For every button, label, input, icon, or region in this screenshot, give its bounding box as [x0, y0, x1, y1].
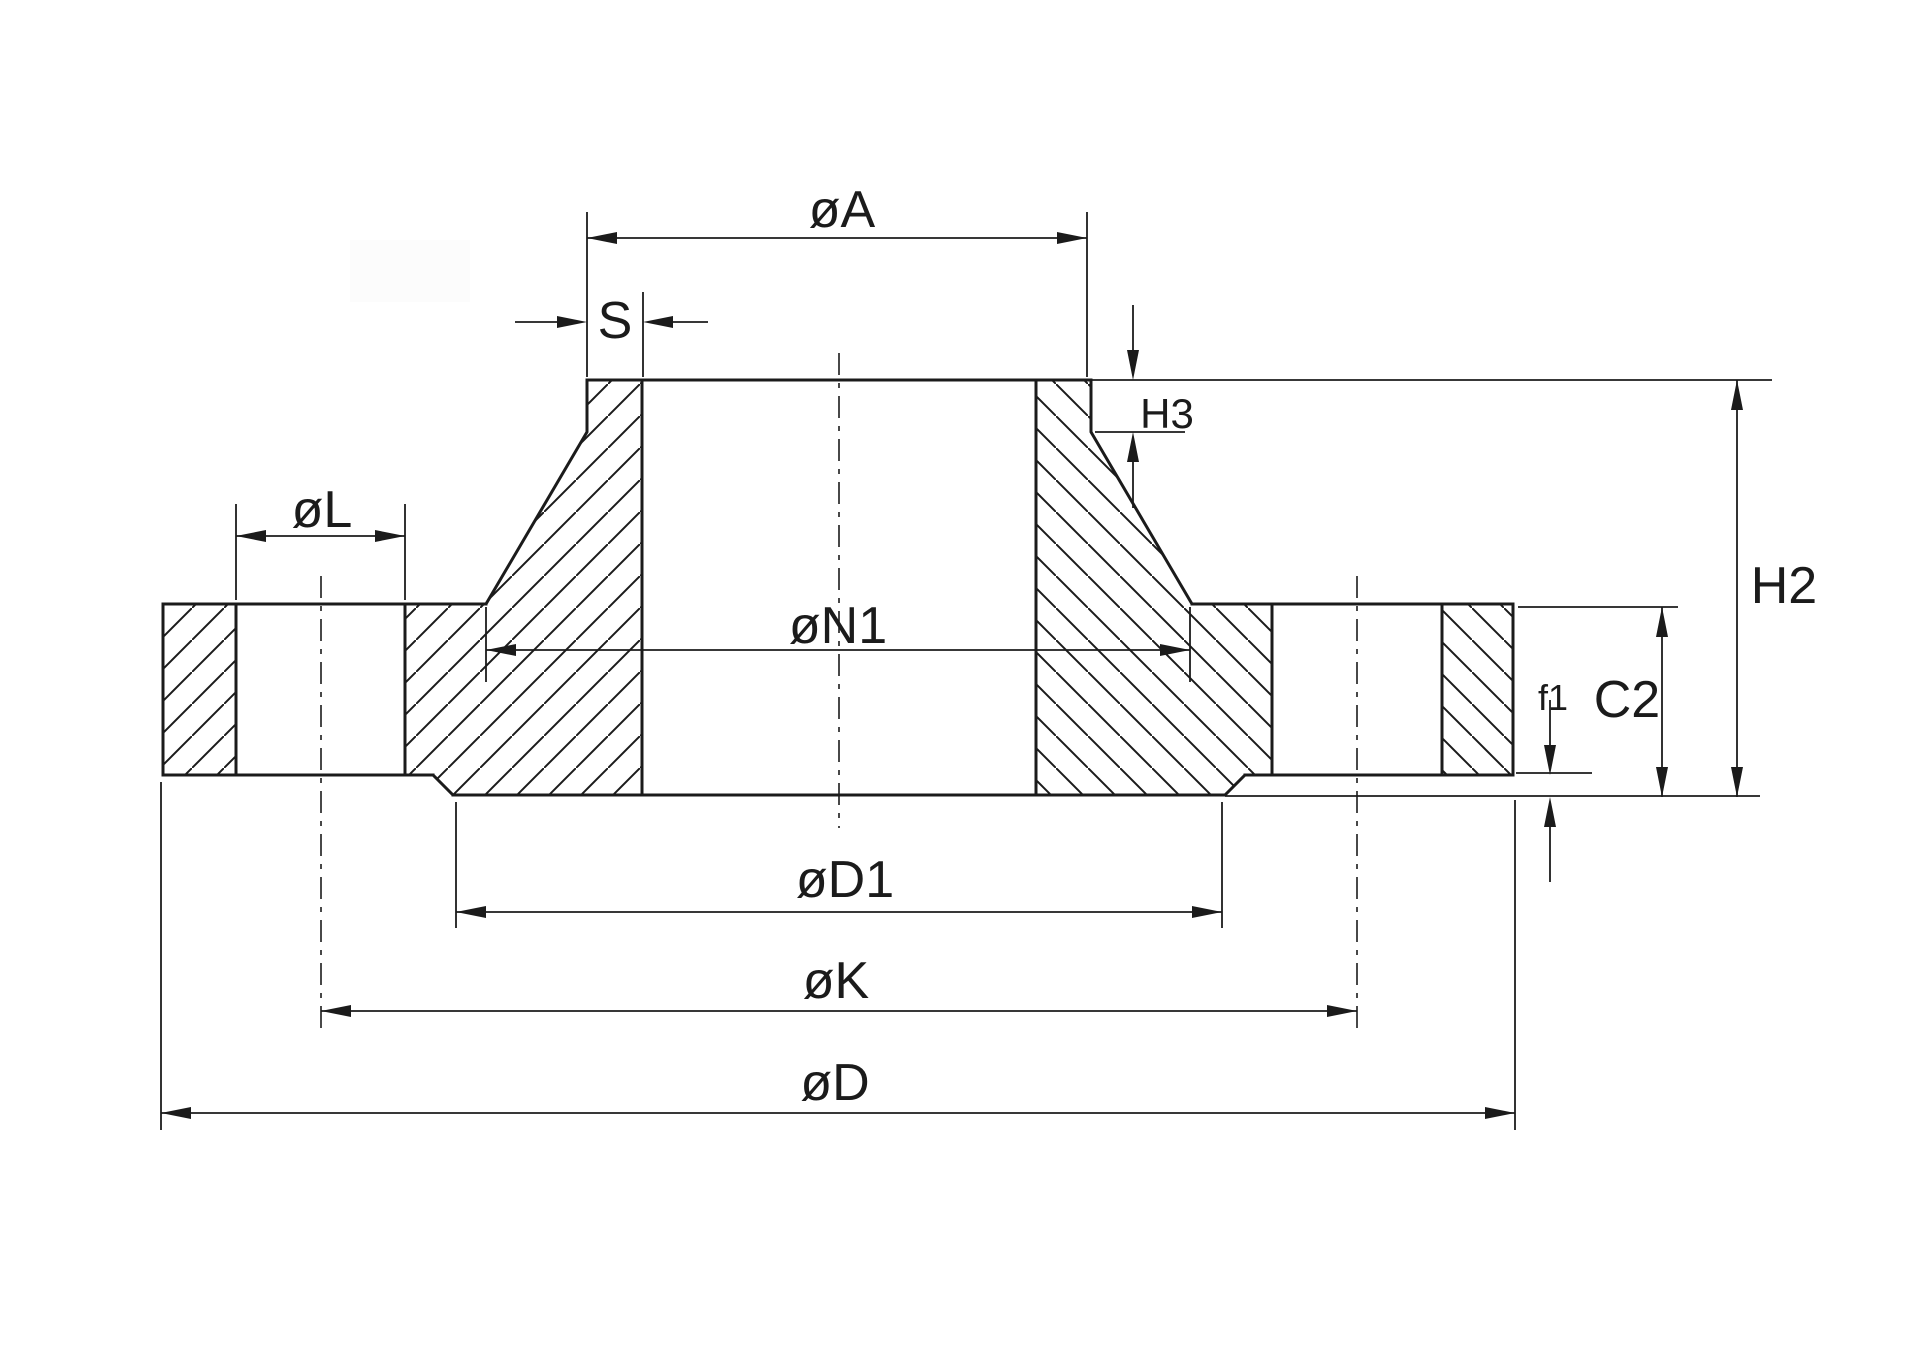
arrowhead-up — [1656, 607, 1668, 637]
arrowhead-up — [1127, 432, 1139, 462]
dim-label-oD: øD — [800, 1054, 869, 1112]
dim-label-H3: H3 — [1140, 390, 1194, 437]
object-outlines — [161, 378, 1515, 797]
dim-H3: H3 — [1127, 305, 1194, 508]
arrowhead-right — [1057, 232, 1087, 244]
arrowhead-left — [321, 1005, 351, 1017]
dim-oA: øA — [587, 181, 1087, 244]
extension-lines — [160, 212, 1772, 1130]
dim-label-oA: øA — [809, 181, 876, 239]
dim-oK: øK — [321, 952, 1357, 1017]
dim-label-oD1: øD1 — [796, 851, 894, 909]
arrowhead-down — [1656, 767, 1668, 797]
left-hub-neck-section — [403, 378, 644, 797]
dim-f1: f1 — [1538, 677, 1568, 882]
dim-label-oL: øL — [292, 481, 353, 539]
arrowhead-right — [1192, 906, 1222, 918]
arrowhead-right — [1160, 644, 1190, 656]
centerlines — [320, 353, 1358, 1028]
arrowhead-left — [236, 530, 266, 542]
arrowhead-right — [1485, 1107, 1515, 1119]
dim-H2: H2 — [1731, 380, 1817, 797]
dim-oN1: øN1 — [486, 597, 1190, 656]
dim-S: S — [515, 292, 708, 350]
arrowhead-left — [587, 232, 617, 244]
dim-label-S: S — [598, 292, 633, 350]
dim-label-f1: f1 — [1538, 677, 1568, 718]
dim-label-C2: C2 — [1594, 671, 1660, 729]
right-hub-neck-section — [1034, 378, 1274, 797]
dim-oD: øD — [161, 1054, 1515, 1119]
arrowhead-left — [486, 644, 516, 656]
background-artifact — [350, 240, 470, 302]
arrowhead-down — [1544, 745, 1556, 775]
arrowhead-right — [375, 530, 405, 542]
dim-label-oN1: øN1 — [789, 597, 887, 655]
dim-label-H2: H2 — [1751, 557, 1817, 615]
arrowhead-right — [1327, 1005, 1357, 1017]
arrowhead-right — [557, 316, 587, 328]
arrowhead-up — [1731, 380, 1743, 410]
dim-C2: C2 — [1594, 607, 1668, 797]
right-outer-ring-section — [1440, 602, 1515, 777]
arrowhead-left — [643, 316, 673, 328]
dim-oL: øL — [236, 481, 405, 542]
dim-oD1: øD1 — [456, 851, 1222, 918]
arrowhead-up — [1544, 797, 1556, 827]
left-outer-ring-section — [161, 602, 238, 777]
arrowhead-left — [161, 1107, 191, 1119]
arrowhead-down — [1127, 350, 1139, 380]
flange-section-material — [161, 378, 1515, 797]
arrowhead-left — [456, 906, 486, 918]
dim-label-oK: øK — [803, 952, 870, 1010]
arrowhead-down — [1731, 767, 1743, 797]
